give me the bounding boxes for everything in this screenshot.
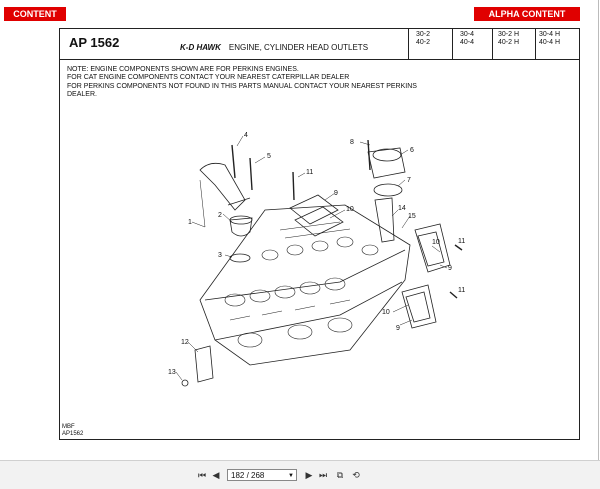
parts-sheet: AP 1562 K-D HAWK ENGINE, CYLINDER HEAD OU… (59, 28, 580, 440)
outlet-elbow (199, 162, 246, 211)
part-number: AP 1562 (69, 35, 120, 50)
alpha-content-button[interactable]: ALPHA CONTENT (474, 7, 580, 21)
page-number-value: 182 / 268 (231, 471, 265, 480)
callout-label: 11 (458, 287, 465, 294)
callout-label: 1 (188, 219, 192, 226)
gasket-ring (229, 253, 251, 263)
callout-label: 9 (396, 325, 400, 332)
thermostat (229, 217, 253, 237)
callout-label: 10 (382, 309, 390, 316)
callout-label: 3 (218, 252, 222, 259)
callout-label: 10 (432, 239, 440, 246)
bracket (374, 197, 395, 243)
callout-label: 11 (306, 169, 313, 176)
model-column: 30-2 H 40-2 H (498, 31, 520, 46)
callout-label: 15 (408, 213, 416, 220)
content-button[interactable]: CONTENT (4, 7, 66, 21)
exploded-parts-drawing: 1 2 3 4 5 6 7 8 9 10 11 12 13 14 15 10 9… (168, 132, 465, 387)
callout-label: 7 (407, 177, 411, 184)
model-column: 30-4 H 40-4 H (539, 31, 561, 46)
callout-label: 9 (334, 190, 338, 197)
model-name: K-D HAWK (180, 43, 221, 52)
seal-ring (373, 183, 403, 197)
callout-label: 2 (218, 212, 222, 219)
chevron-down-icon: ▼ (288, 473, 294, 479)
model-column: 30-2 40-2 (416, 31, 431, 46)
callout-label: 9 (448, 265, 452, 272)
fit-page-icon[interactable]: ⧉ (336, 470, 344, 480)
lower-bracket (194, 345, 214, 383)
callout-label: 10 (346, 206, 354, 213)
previous-page-icon[interactable]: ◀ (212, 470, 220, 480)
callout-label: 5 (267, 153, 271, 160)
callout-label: 13 (168, 369, 176, 376)
first-page-icon[interactable]: ⏮ (197, 470, 207, 480)
sheet-footer: MBF AP1562 (62, 424, 84, 437)
callout-label: 6 (410, 147, 414, 154)
callout-label: 14 (398, 205, 406, 212)
callout-label: 11 (458, 238, 465, 245)
sheet-title: K-D HAWK ENGINE, CYLINDER HEAD OUTLETS (180, 43, 368, 52)
cylinder-head-outline (199, 204, 411, 366)
last-page-icon[interactable]: ⏭ (318, 470, 328, 480)
document-viewer: CONTENT ALPHA CONTENT AP 1562 K-D HAWK EN… (4, 0, 599, 460)
sheet-header: AP 1562 K-D HAWK ENGINE, CYLINDER HEAD OU… (60, 29, 579, 60)
callout-label: 4 (244, 132, 248, 139)
model-column: 30-4 40-4 (460, 31, 475, 46)
side-cover (414, 223, 451, 273)
page-toolbar: ⏮ ◀ 182 / 268 ▼ ▶ ⏭ ⧉ ⟲ (0, 460, 600, 489)
page-number-select[interactable]: 182 / 268 ▼ (227, 469, 297, 481)
next-page-icon[interactable]: ▶ (305, 470, 313, 480)
callout-label: 12 (181, 339, 189, 346)
rotate-icon[interactable]: ⟲ (352, 470, 360, 480)
cover-plate (289, 194, 339, 225)
callout-label: 8 (350, 139, 354, 146)
sheet-notes: NOTE: ENGINE COMPONENTS SHOWN ARE FOR PE… (67, 66, 417, 99)
section-title: ENGINE, CYLINDER HEAD OUTLETS (228, 43, 369, 52)
